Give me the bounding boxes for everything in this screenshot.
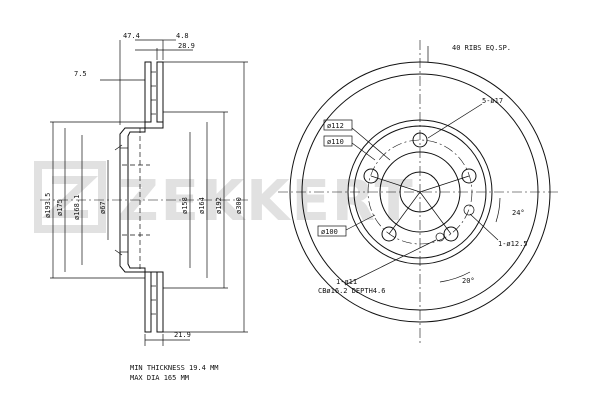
dim-dia-300: ø300 [235, 197, 243, 214]
locating-hole [463, 204, 475, 216]
disc-inner-edge [301, 73, 539, 311]
leader [351, 142, 376, 161]
bolt-circle-label: ø112 [327, 122, 344, 130]
bolt-hole [381, 226, 397, 242]
leader [419, 191, 452, 235]
ribs-label: 40 RIBS EQ.SP. [452, 44, 511, 52]
note-min-thickness: MIN THICKNESS 19.4 MM [130, 364, 219, 372]
dim-dia-193-5: ø193.5 [44, 193, 52, 218]
dim-4-8: 4.8 [176, 32, 189, 40]
hat-outer-circle [347, 119, 493, 265]
chamfer-mark [114, 249, 123, 256]
watermark-text: ZEKKERT [118, 169, 415, 234]
angle-20-label: 20° [462, 277, 475, 285]
dim-21-9: 21.9 [174, 331, 191, 339]
leader [344, 239, 437, 286]
front-view: 40 RIBS EQ.SP. 5-ø17 ø112 ø110 ø100 24° … [278, 40, 560, 345]
dim-dia-168-1: ø168.1 [73, 195, 81, 220]
dim-dia-158: ø158 [181, 197, 189, 214]
bolt-circle-box [323, 119, 353, 131]
leader [388, 191, 421, 235]
side-view: 47.4 4.8 28.9 7.5 ø193.5 ø175 ø168.1 ø67… [40, 32, 248, 346]
small-hole-label: 1-ø12.5 [498, 240, 528, 248]
leader [351, 127, 391, 161]
logo-box [34, 161, 106, 233]
angle-24-label: 24° [512, 209, 525, 217]
hat-section [119, 122, 164, 278]
dim-dia-67: ø67 [99, 201, 107, 214]
threaded-hole-label: 1-ø11 [336, 278, 357, 286]
leader [427, 103, 483, 139]
lower-plate-right [156, 271, 164, 333]
center-bore-box [323, 135, 353, 147]
upper-plate-left [144, 61, 152, 123]
dim-7-5: 7.5 [74, 70, 87, 78]
center-bore [399, 171, 441, 213]
counterbore-label: CBø16.2 DEPTH4.6 [318, 287, 385, 295]
hat-inner [127, 122, 146, 278]
dim-28-9: 28.9 [178, 42, 195, 50]
dim-dia-192: ø192 [215, 197, 223, 214]
bolt-circle [367, 139, 473, 245]
logo-z-mark [41, 176, 99, 218]
note-max-diameter: MAX DIA 165 MM [130, 374, 190, 382]
bolt-holes-label: 5-ø17 [482, 97, 503, 105]
dim-47-4: 47.4 [123, 32, 140, 40]
threaded-hole [435, 232, 445, 242]
lower-plate-left [144, 271, 152, 333]
center-bore-label: ø110 [327, 138, 344, 146]
bolt-hole [363, 168, 379, 184]
dim-dia-175: ø175 [56, 199, 64, 216]
leader [469, 213, 499, 241]
leader [419, 175, 470, 193]
hub-circle [379, 151, 461, 233]
angle-arc-20 [439, 271, 471, 283]
upper-plate-right [156, 61, 164, 123]
bolt-hole [412, 132, 428, 148]
bolt-hole [443, 226, 459, 242]
zekkert-logo: ZEKKERT [34, 161, 415, 234]
angle-arc-24 [495, 197, 501, 223]
bolt-hole [461, 168, 477, 184]
leader [345, 214, 376, 231]
hub-diameter-label: ø100 [321, 228, 338, 236]
hat-inner-circle [353, 125, 487, 259]
disc-outer-edge [289, 61, 551, 323]
dim-dia-164: ø164 [198, 197, 206, 214]
chamfer-mark [114, 144, 123, 151]
leader [370, 175, 421, 193]
hub-diameter-box [317, 225, 347, 237]
